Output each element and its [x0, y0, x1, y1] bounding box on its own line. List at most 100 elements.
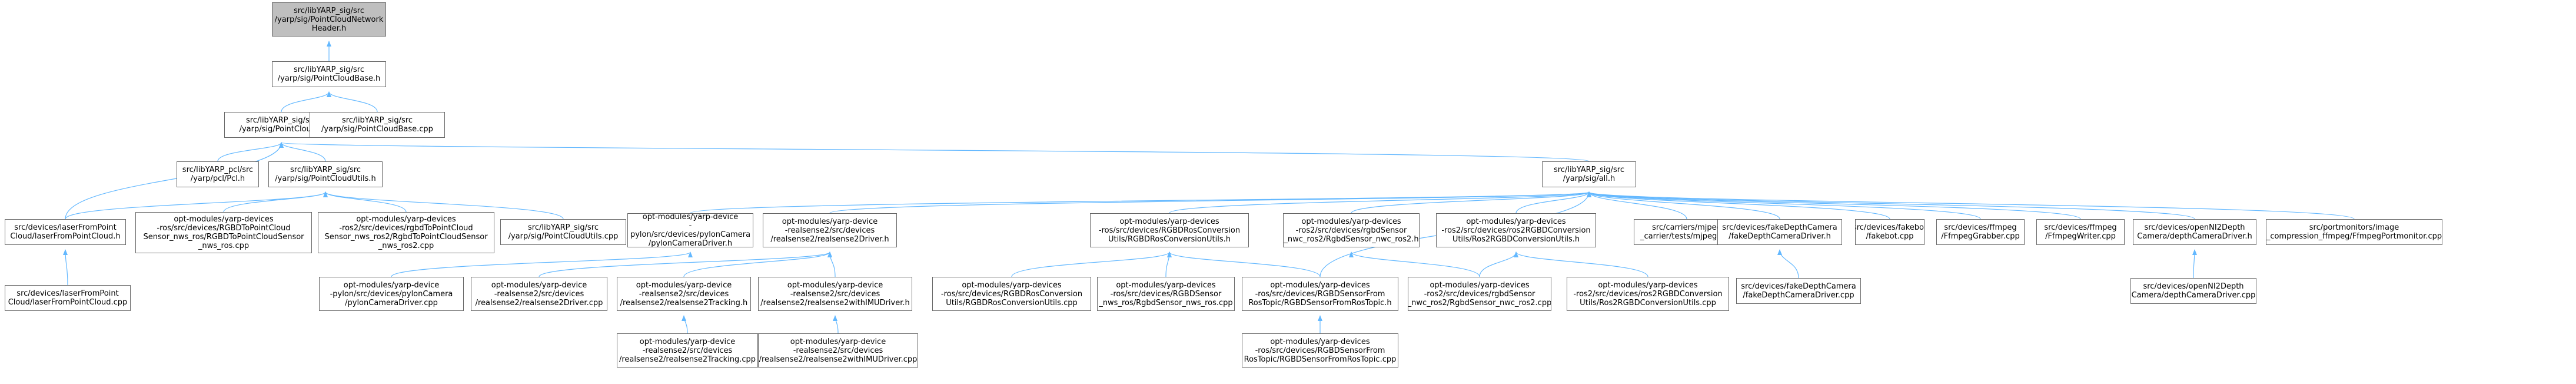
edge-rs2h-to-rs2cpp	[539, 251, 832, 277]
graph-node-label: opt-modules/yarp-device -realsense2/src/…	[619, 337, 756, 364]
graph-node-label: src/libYARP_sig/src /yarp/sig/PointCloud…	[277, 65, 381, 83]
graph-node-label: opt-modules/yarp-device -realsense2/src/…	[620, 280, 748, 307]
graph-node-label: src/devices/openNI2Depth Camera/depthCam…	[2137, 223, 2252, 241]
graph-node-pc[interactable]: src/libYARP_sig/src /yarp/sig/PointCloud…	[224, 112, 338, 138]
edge-openni2h-to-openni2cpp	[2192, 249, 2197, 279]
edge-all-to-fakedepthh	[1587, 191, 1780, 220]
graph-node-label: opt-modules/yarp-device -realsense2/src/…	[760, 280, 910, 307]
graph-node-pyloncpp[interactable]: opt-modules/yarp-device -pylon/src/devic…	[319, 277, 464, 311]
edge-pc-to-pcl	[217, 142, 284, 162]
graph-node-label: src/devices/laserFromPoint Cloud/laserFr…	[8, 289, 128, 307]
graph-node-label: src/devices/laserFromPoint Cloud/laserFr…	[10, 223, 121, 241]
edge-all-to-rs2h	[829, 191, 1591, 214]
edge-lfpc-to-lfpccpp	[63, 249, 68, 286]
graph-node-pcbcpp[interactable]: src/libYARP_sig/src /yarp/sig/PointCloud…	[310, 112, 445, 138]
graph-node-label: src/libYARP_sig/src /yarp/sig/PointCloud…	[239, 116, 324, 134]
graph-node-rs2imucpp[interactable]: opt-modules/yarp-device -realsense2/src/…	[758, 333, 918, 368]
edge-rgbdrosh-to-rgbdtopich	[1167, 251, 1321, 277]
graph-node-fakedepthcpp[interactable]: src/devices/fakeDepthCamera /fakeDepthCa…	[1736, 278, 1861, 304]
edge-all-to-ros2convh	[1515, 191, 1591, 214]
edge-all-to-openni2h	[1587, 191, 2195, 220]
graph-node-openni2cpp[interactable]: src/devices/openNI2Depth Camera/depthCam…	[2130, 278, 2256, 304]
graph-node-rgbdnwsros[interactable]: opt-modules/yarp-devices -ros/src/device…	[1097, 277, 1235, 311]
edge-ros2convh-to-rgbdros2cpp	[1479, 251, 1518, 277]
graph-node-ffgrab[interactable]: src/devices/ffmpeg /FfmpegGrabber.cpp	[1936, 219, 2025, 245]
graph-node-ffwrite[interactable]: src/devices/ffmpeg /FfmpegWriter.cpp	[2036, 219, 2125, 245]
graph-node-label: opt-modules/yarp-device -realsense2/src/…	[759, 337, 918, 364]
graph-node-rs2trackcpp[interactable]: opt-modules/yarp-device -realsense2/src/…	[617, 333, 758, 368]
edge-rgbdros2h-to-rgbdros2cpp	[1349, 251, 1480, 277]
edge-rgbdrosh-to-rgbdroscpp	[1011, 251, 1172, 277]
graph-node-ros2convcpp[interactable]: opt-modules/yarp-devices -ros2/src/devic…	[1567, 277, 1729, 311]
graph-node-label: opt-modules/yarp-device -realsense2/src/…	[475, 280, 603, 307]
graph-node-all[interactable]: src/libYARP_sig/src /yarp/sig/all.h	[1542, 161, 1636, 187]
edge-all-to-pylonh	[690, 191, 1591, 214]
graph-node-fakebot[interactable]: src/devices/fakebot /fakebot.cpp	[1855, 219, 1924, 245]
graph-node-pcucpp[interactable]: src/libYARP_sig/src /yarp/sig/PointCloud…	[500, 219, 626, 245]
graph-node-rgbdroscpp[interactable]: opt-modules/yarp-devices -ros/src/device…	[932, 277, 1091, 311]
graph-node-pylonh[interactable]: opt-modules/yarp-device -pylon/src/devic…	[627, 213, 753, 247]
graph-node-label: opt-modules/yarp-devices -ros2/src/devic…	[324, 215, 488, 250]
graph-node-label: src/portmonitors/image _compression_ffmp…	[2266, 223, 2442, 241]
edge-pcb-to-pc	[281, 91, 331, 112]
graph-node-label: src/devices/fakeDepthCamera /fakeDepthCa…	[1722, 223, 1837, 241]
edge-rgbdrosh-to-rgbdnwsros	[1165, 251, 1172, 277]
edge-pcb-to-pcbcpp	[327, 91, 378, 112]
edge-pcu-to-rgbdpc2	[323, 191, 407, 213]
graph-node-rs2cpp[interactable]: opt-modules/yarp-device -realsense2/src/…	[471, 277, 607, 311]
graph-node-pcu[interactable]: src/libYARP_sig/src /yarp/sig/PointCloud…	[268, 161, 383, 187]
graph-node-pcl[interactable]: src/libYARP_pcl/src /yarp/pcl/Pcl.h	[177, 161, 259, 187]
graph-node-rs2imuh[interactable]: opt-modules/yarp-device -realsense2/src/…	[758, 277, 912, 311]
edge-ros2convh-to-ros2convcpp	[1514, 251, 1648, 277]
graph-node-fakedepthh[interactable]: src/devices/fakeDepthCamera /fakeDepthCa…	[1717, 219, 1842, 245]
graph-node-pcb[interactable]: src/libYARP_sig/src /yarp/sig/PointCloud…	[272, 61, 386, 87]
graph-node-label: opt-modules/yarp-devices -ros2/src/devic…	[1408, 280, 1551, 307]
edge-all-to-fakebot	[1587, 191, 1890, 220]
graph-node-openni2h[interactable]: src/devices/openNI2Depth Camera/depthCam…	[2133, 219, 2256, 245]
graph-node-label: src/devices/ffmpeg /FfmpegWriter.cpp	[2044, 223, 2117, 241]
graph-node-rgbdpc2[interactable]: opt-modules/yarp-devices -ros2/src/devic…	[318, 212, 494, 253]
edge-all-to-ffmon	[1587, 191, 2355, 220]
graph-node-label: src/libYARP_sig/src /yarp/sig/PointCloud…	[508, 223, 619, 241]
edge-pc-to-all	[280, 142, 1590, 162]
graph-node-rgbdpc[interactable]: opt-modules/yarp-devices -ros/src/device…	[135, 212, 312, 253]
graph-node-label: opt-modules/yarp-devices -ros/src/device…	[1248, 280, 1392, 307]
edge-all-to-ffwrite	[1587, 191, 2081, 220]
edge-all-to-mjpeg	[1587, 191, 1687, 220]
graph-node-label: opt-modules/yarp-devices -ros2/src/devic…	[1573, 280, 1723, 307]
edge-all-to-ffgrab	[1587, 191, 1981, 220]
graph-node-label: src/libYARP_sig/src /yarp/sig/PointCloud…	[321, 116, 433, 134]
graph-node-label: src/carriers/mjpeg _carrier/tests/mjpeg.…	[1640, 223, 1734, 241]
graph-node-label: src/libYARP_pcl/src /yarp/pcl/Pcl.h	[182, 165, 254, 183]
graph-node-lfpccpp[interactable]: src/devices/laserFromPoint Cloud/laserFr…	[5, 285, 131, 311]
graph-node-label: src/devices/fakebot /fakebot.cpp	[1855, 223, 1924, 241]
graph-node-rs2trackh[interactable]: opt-modules/yarp-device -realsense2/src/…	[617, 277, 751, 311]
edge-rs2h-to-rs2trackh	[683, 251, 832, 277]
graph-node-rgbdtopich[interactable]: opt-modules/yarp-devices -ros/src/device…	[1242, 277, 1398, 311]
edge-fakedepthh-to-fakedepthcpp	[1777, 249, 1799, 279]
graph-node-label: src/devices/openNI2Depth Camera/depthCam…	[2131, 282, 2256, 300]
graph-node-rgbdrosh[interactable]: opt-modules/yarp-devices -ros/src/device…	[1090, 213, 1249, 247]
graph-node-label: opt-modules/yarp-device -pylon/src/devic…	[330, 280, 453, 307]
graph-node-lfpc[interactable]: src/devices/laserFromPoint Cloud/laserFr…	[5, 219, 126, 245]
graph-node-label: src/devices/fakeDepthCamera /fakeDepthCa…	[1741, 282, 1856, 300]
graph-node-rgbdros2h[interactable]: opt-modules/yarp-devices -ros2/src/devic…	[1283, 213, 1420, 247]
edge-pylonh-to-pyloncpp	[391, 251, 693, 277]
graph-node-rgbdtopiccpp[interactable]: opt-modules/yarp-devices -ros/src/device…	[1242, 333, 1398, 368]
graph-node-label: opt-modules/yarp-devices -ros/src/device…	[1099, 280, 1233, 307]
graph-node-label: src/libYARP_sig/src /yarp/sig/all.h	[1553, 165, 1625, 183]
graph-node-rgbdros2cpp[interactable]: opt-modules/yarp-devices -ros2/src/devic…	[1408, 277, 1551, 311]
graph-node-label: src/libYARP_sig/src /yarp/sig/PointCloud…	[275, 165, 376, 183]
edge-rs2h-to-rs2imuh	[827, 251, 836, 277]
graph-node-rs2h[interactable]: opt-modules/yarp-device -realsense2/src/…	[763, 213, 897, 247]
graph-node-label: opt-modules/yarp-devices -ros/src/device…	[1244, 337, 1397, 364]
edge-pcu-to-rgbdpc	[223, 191, 328, 213]
graph-node-ros2convh[interactable]: opt-modules/yarp-devices -ros2/src/devic…	[1436, 213, 1596, 247]
edge-all-to-rgbdrosh	[1169, 191, 1591, 214]
graph-node-label: opt-modules/yarp-devices -ros/src/device…	[143, 215, 304, 250]
edge-pc-to-pcu	[279, 142, 326, 162]
graph-node-ffmon[interactable]: src/portmonitors/image _compression_ffmp…	[2266, 219, 2442, 245]
graph-node-label: src/libYARP_sig/src /yarp/sig/PointCloud…	[274, 6, 384, 33]
graph-node-label: opt-modules/yarp-devices -ros/src/device…	[1098, 217, 1241, 244]
